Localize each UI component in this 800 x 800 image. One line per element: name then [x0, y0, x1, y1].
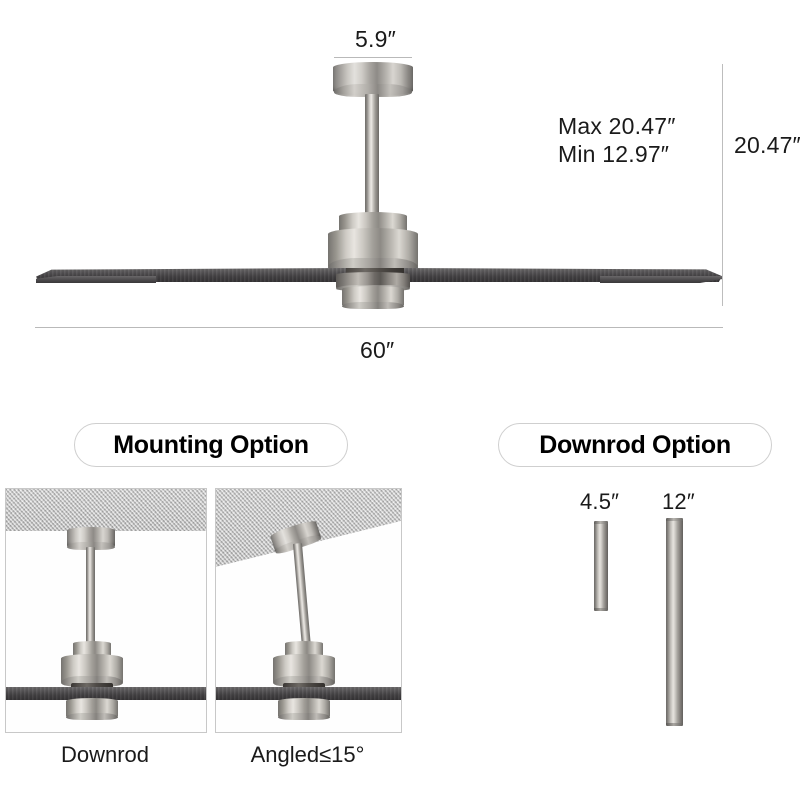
mount-motor-main-angled [273, 654, 335, 687]
blade-span-rule [35, 327, 723, 328]
mounting-caption-angled: Angled≤15° [250, 742, 365, 767]
mount-bottom-cap-angled [278, 698, 330, 720]
mounting-caption-downrod: Downrod [60, 742, 150, 767]
height-max-label: Max 20.47″ [558, 113, 676, 139]
mount-motor-collar-angled [283, 683, 325, 689]
mount-blade-angled [216, 687, 401, 700]
downrod-sample-long [666, 518, 683, 726]
main-fan-diagram: 5.9″ Max 20.47″ Min 12.97″ 20.47″ 60″ [0, 0, 800, 380]
motor-bottom-cap [342, 286, 404, 309]
mount-canopy-flat [67, 527, 115, 550]
mounting-photo-downrod [5, 488, 207, 733]
downrod-short-label: 4.5″ [580, 489, 620, 514]
mount-motor-collar-flat [71, 683, 113, 689]
overall-height-rule [722, 64, 723, 306]
mount-blade-flat [6, 687, 206, 700]
canopy [333, 62, 413, 97]
fan-blade-right-tip [600, 276, 722, 283]
motor-housing-collar [340, 268, 406, 275]
downrod-option-heading-pill: Downrod Option [498, 423, 772, 467]
downrod-option-heading-text: Downrod Option [539, 430, 731, 459]
fan-blade-left-tip [36, 276, 156, 283]
mount-downrod-flat [86, 547, 95, 646]
blade-span-label: 60″ [360, 337, 395, 363]
downrod-sample-short [594, 521, 608, 611]
motor-housing-main [328, 228, 418, 273]
mounting-option-heading-pill: Mounting Option [74, 423, 348, 467]
canopy-width-label: 5.9″ [355, 26, 396, 52]
mount-motor-main-flat [61, 654, 123, 687]
height-min-label: Min 12.97″ [558, 141, 670, 167]
downrod-long-label: 12″ [662, 489, 695, 514]
mounting-option-heading-text: Mounting Option [113, 430, 309, 459]
downrod [365, 94, 379, 216]
overall-height-label: 20.47″ [734, 132, 800, 158]
ceiling-surface-flat [6, 489, 206, 531]
mount-bottom-cap-flat [66, 698, 118, 720]
canopy-width-rule [334, 57, 412, 58]
mount-downrod-angled [292, 543, 311, 648]
mounting-photo-angled [215, 488, 402, 733]
